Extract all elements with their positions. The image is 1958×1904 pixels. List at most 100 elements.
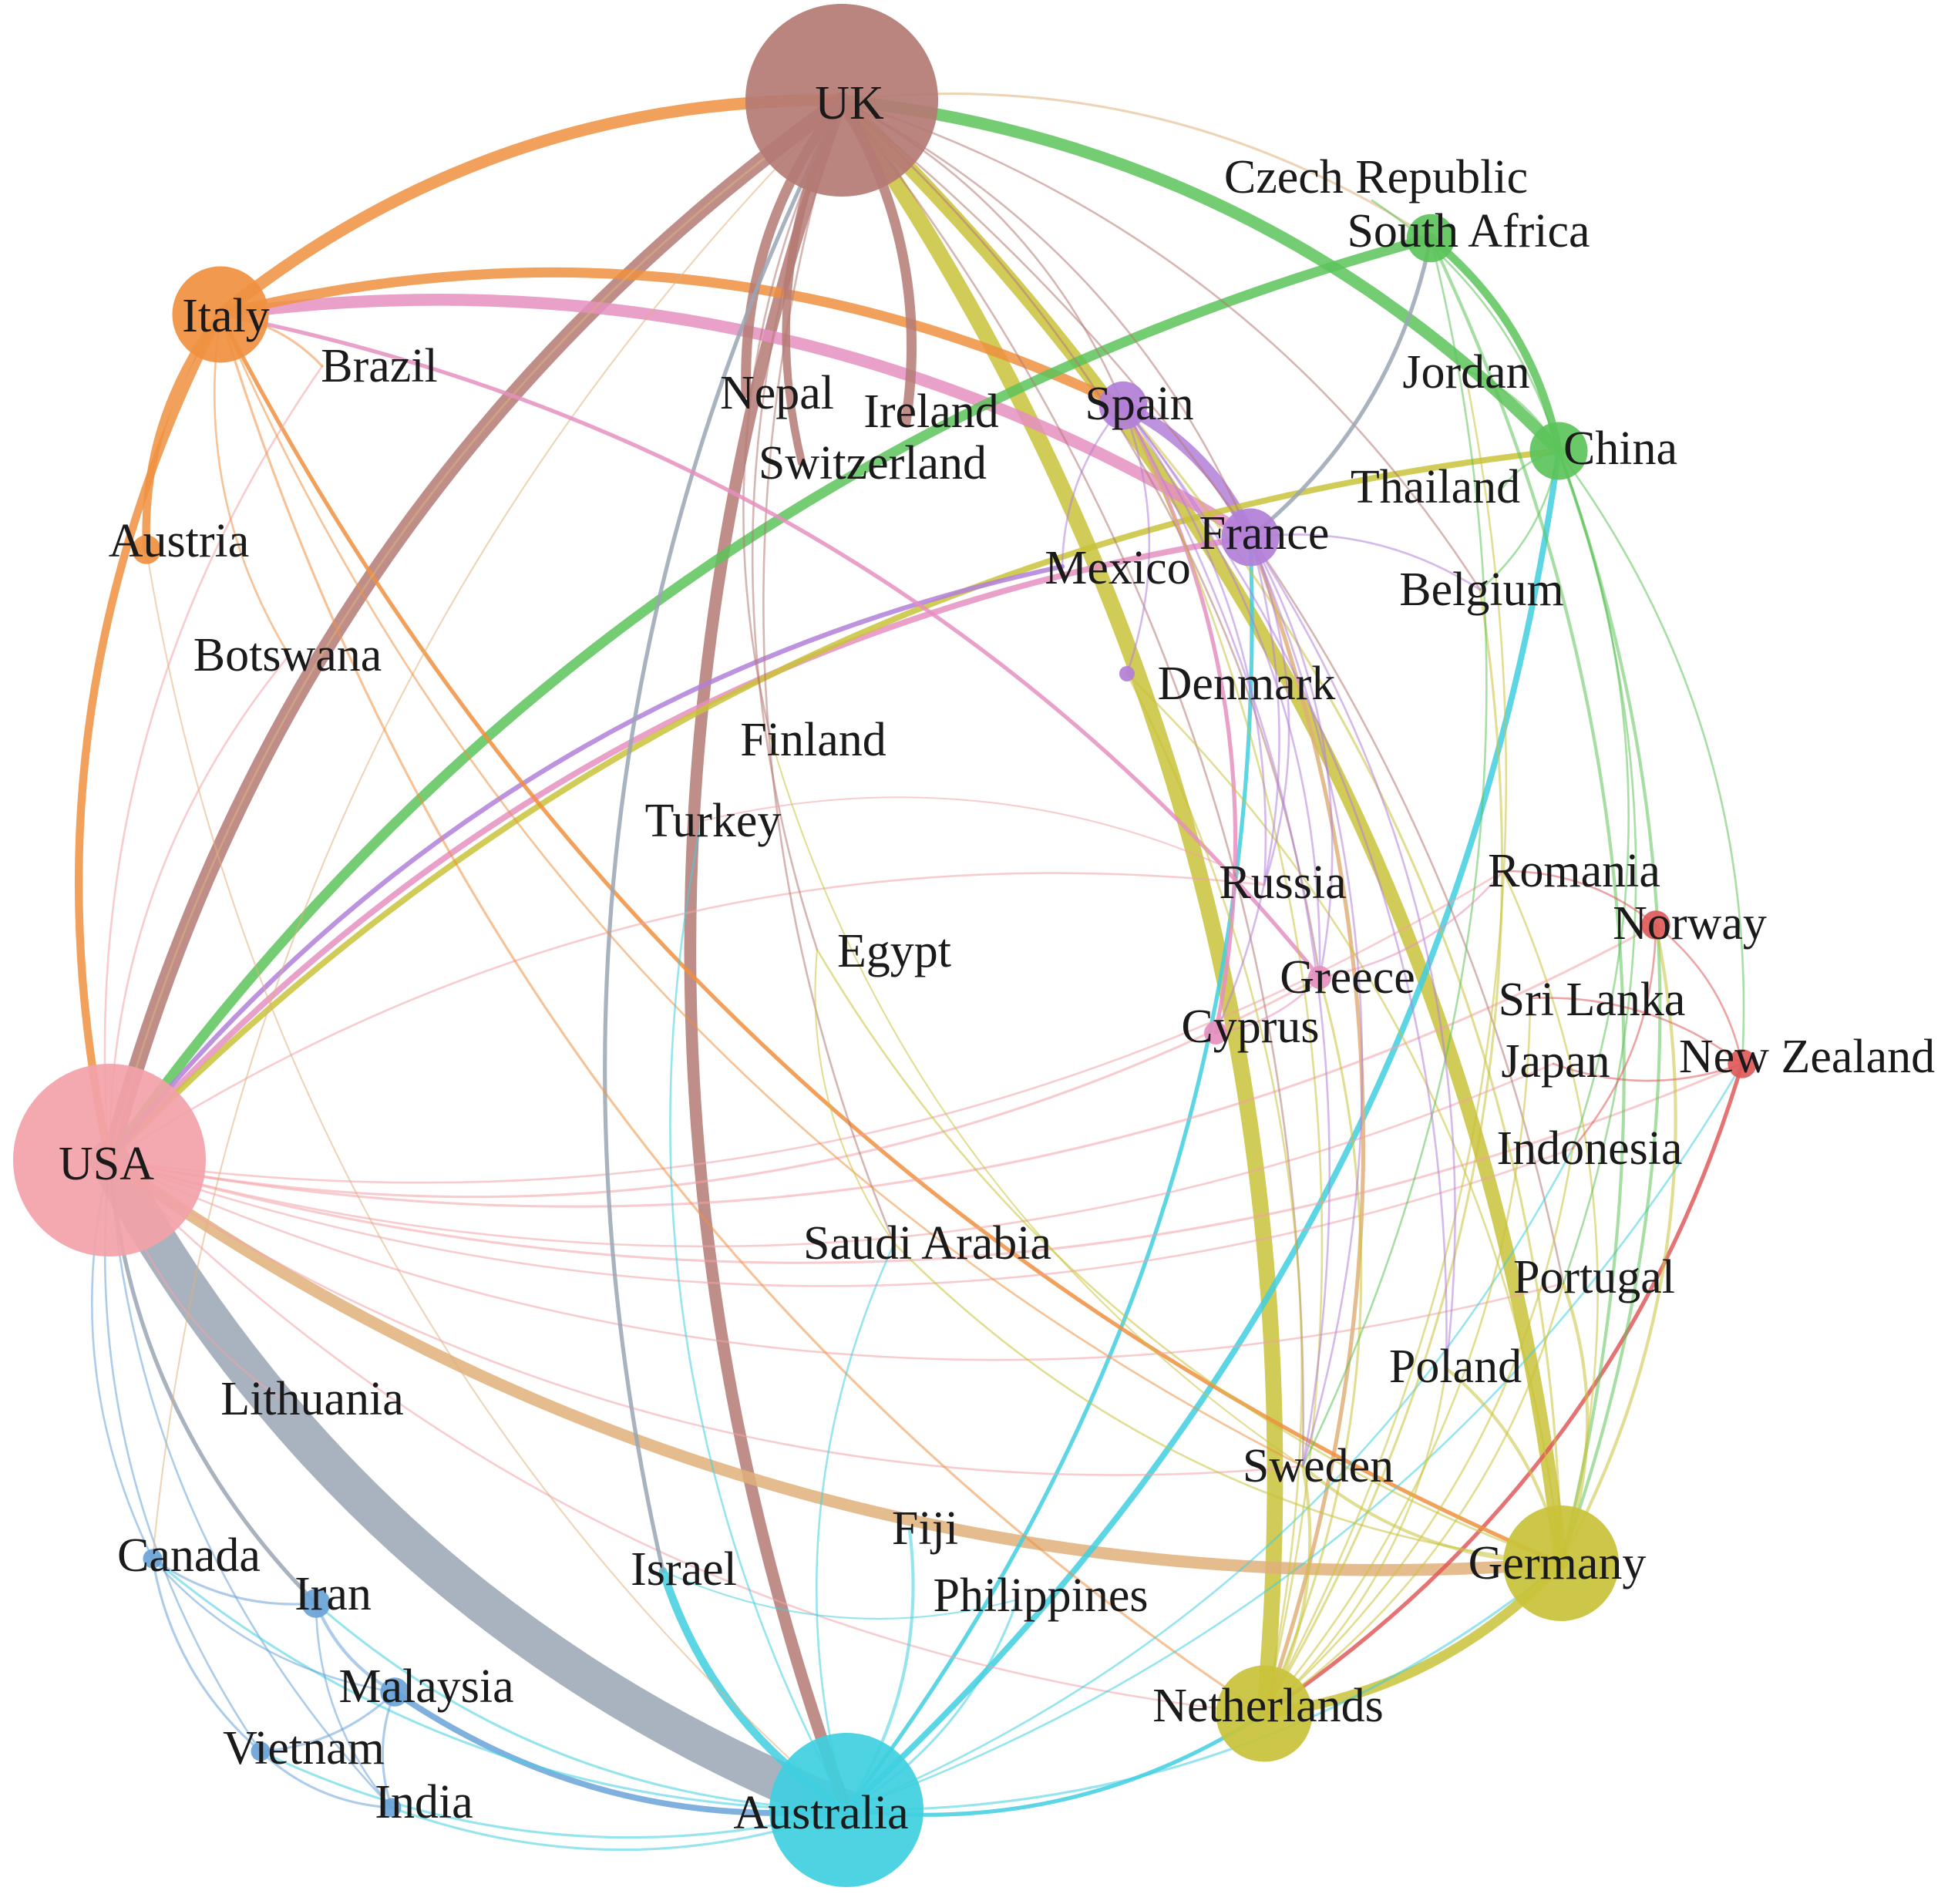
edge-uk-saudiarabia xyxy=(762,99,896,1245)
edge-usa-greece xyxy=(108,976,1321,1199)
node-label-portugal: Portugal xyxy=(1513,1251,1675,1304)
node-label-iran: Iran xyxy=(294,1568,372,1620)
node-iran[interactable] xyxy=(301,1589,331,1618)
node-italy[interactable] xyxy=(172,266,269,363)
edge-germany-china xyxy=(1556,449,1662,1566)
label-layer: UKUSAAustraliaGermanyNetherlandsItalyFra… xyxy=(59,77,1935,1839)
node-uk[interactable] xyxy=(745,4,938,197)
node-cyprus[interactable] xyxy=(1204,1021,1227,1045)
edge-uk-usa xyxy=(108,99,843,1162)
node-malaysia[interactable] xyxy=(380,1677,409,1707)
node-netherlands[interactable] xyxy=(1216,1665,1313,1762)
edge-spain-sweden xyxy=(1122,404,1331,1468)
edge-southafrica-france xyxy=(1248,236,1433,540)
node-label-canada: Canada xyxy=(117,1529,261,1582)
node-label-france: France xyxy=(1199,507,1330,560)
node-usa[interactable] xyxy=(13,1064,206,1256)
edge-usa-sweden xyxy=(108,1159,1304,1476)
edge-netherlands-denmark xyxy=(1125,672,1304,1715)
node-canada[interactable] xyxy=(143,1549,163,1569)
edge-australia-vietnam xyxy=(259,1750,848,1839)
edge-spain-greece xyxy=(1122,404,1321,979)
edge-uk-china xyxy=(836,94,1565,457)
node-label-newzealand: New Zealand xyxy=(1679,1031,1935,1083)
node-austria[interactable] xyxy=(132,535,161,564)
edge-italy-france xyxy=(214,294,1257,543)
edge-netherlands-france xyxy=(1248,535,1366,1716)
node-label-belgium: Belgium xyxy=(1399,563,1564,616)
node-label-poland: Poland xyxy=(1389,1341,1522,1393)
node-norway[interactable] xyxy=(1641,910,1670,940)
edge-france-poland xyxy=(1249,536,1456,1370)
edge-usa-germany xyxy=(103,1154,1567,1576)
edge-southafrica-sweden xyxy=(1301,237,1488,1468)
edge-malaysia-vietnam xyxy=(259,1690,396,1753)
node-denmark[interactable] xyxy=(1119,666,1135,681)
edge-usa-india xyxy=(108,1159,393,1809)
node-label-indonesia: Indonesia xyxy=(1496,1122,1682,1175)
edge-uk-germany xyxy=(834,93,1569,1571)
edge-france-russia xyxy=(1249,536,1290,886)
edge-uk-canada xyxy=(151,99,843,1560)
node-label-switzerland: Switzerland xyxy=(759,437,987,489)
node-label-russia: Russia xyxy=(1219,856,1346,909)
edge-usa-brazil xyxy=(103,365,324,1162)
node-label-spain: Spain xyxy=(1085,378,1193,430)
edge-uk-finland xyxy=(742,99,843,740)
edge-spain-cyprus xyxy=(1121,403,1238,1035)
node-label-malaysia: Malaysia xyxy=(338,1660,513,1713)
node-label-srilanka: Sri Lanka xyxy=(1499,974,1686,1026)
edge-netherlands-newzealand xyxy=(1262,1061,1744,1716)
node-india[interactable] xyxy=(382,1798,402,1818)
edge-netherlands-belgium xyxy=(1263,588,1504,1715)
edge-netherlands-indonesia xyxy=(1263,1147,1574,1715)
node-greece[interactable] xyxy=(1308,966,1331,989)
edge-greece-cyprus xyxy=(1214,976,1321,1034)
edge-usa-france xyxy=(106,534,1253,1163)
node-vietnam[interactable] xyxy=(251,1741,271,1761)
edge-usa-russia xyxy=(108,872,1266,1162)
edge-spain-denmark xyxy=(1122,404,1151,675)
edge-austria-australia xyxy=(145,548,848,1811)
node-label-greece: Greece xyxy=(1280,951,1415,1004)
node-label-israel: Israel xyxy=(631,1543,737,1596)
edge-greece-romania xyxy=(1318,870,1505,979)
node-southafrica[interactable] xyxy=(1406,214,1455,263)
edge-layer xyxy=(74,92,1745,1852)
edge-australia-indonesia xyxy=(845,1147,1574,1811)
node-label-india: India xyxy=(375,1776,473,1828)
node-label-turkey: Turkey xyxy=(645,795,782,847)
edge-usa-southafrica xyxy=(104,233,1436,1166)
node-germany[interactable] xyxy=(1503,1505,1619,1621)
node-label-egypt: Egypt xyxy=(837,925,951,977)
edge-vietnam-india xyxy=(259,1750,393,1809)
node-china[interactable] xyxy=(1529,422,1588,480)
edge-usa-australia xyxy=(89,1140,866,1830)
node-label-mexico: Mexico xyxy=(1045,542,1190,594)
edge-uk-israel xyxy=(603,98,844,1573)
node-label-denmark: Denmark xyxy=(1158,658,1336,710)
node-spain[interactable] xyxy=(1098,381,1148,430)
node-label-philippines: Philippines xyxy=(933,1569,1148,1622)
node-label-ireland: Ireland xyxy=(863,385,999,438)
edge-finland-sweden xyxy=(769,737,1304,1468)
edge-australia-turkey xyxy=(669,819,848,1811)
edge-australia-france xyxy=(844,535,1254,1812)
node-label-vietnam: Vietnam xyxy=(223,1722,385,1774)
edge-iran-india xyxy=(315,1602,393,1809)
edge-usa-italy xyxy=(74,310,225,1165)
edge-italy-greece xyxy=(218,312,1322,980)
edge-usa-netherlands xyxy=(108,1159,1266,1715)
edge-france-sweden xyxy=(1249,536,1364,1468)
edge-germany-denmark xyxy=(1125,672,1563,1565)
edge-china-indonesia xyxy=(1557,449,1630,1150)
node-australia[interactable] xyxy=(769,1733,923,1887)
edge-canada-vietnam xyxy=(151,1557,262,1753)
edge-australia-iran xyxy=(315,1602,848,1811)
edge-uk-portugal xyxy=(840,99,1565,1285)
edge-canada-malaysia xyxy=(151,1557,396,1694)
node-newzealand[interactable] xyxy=(1728,1049,1757,1078)
node-label-southafrica: South Africa xyxy=(1347,205,1590,257)
node-france[interactable] xyxy=(1221,508,1280,567)
